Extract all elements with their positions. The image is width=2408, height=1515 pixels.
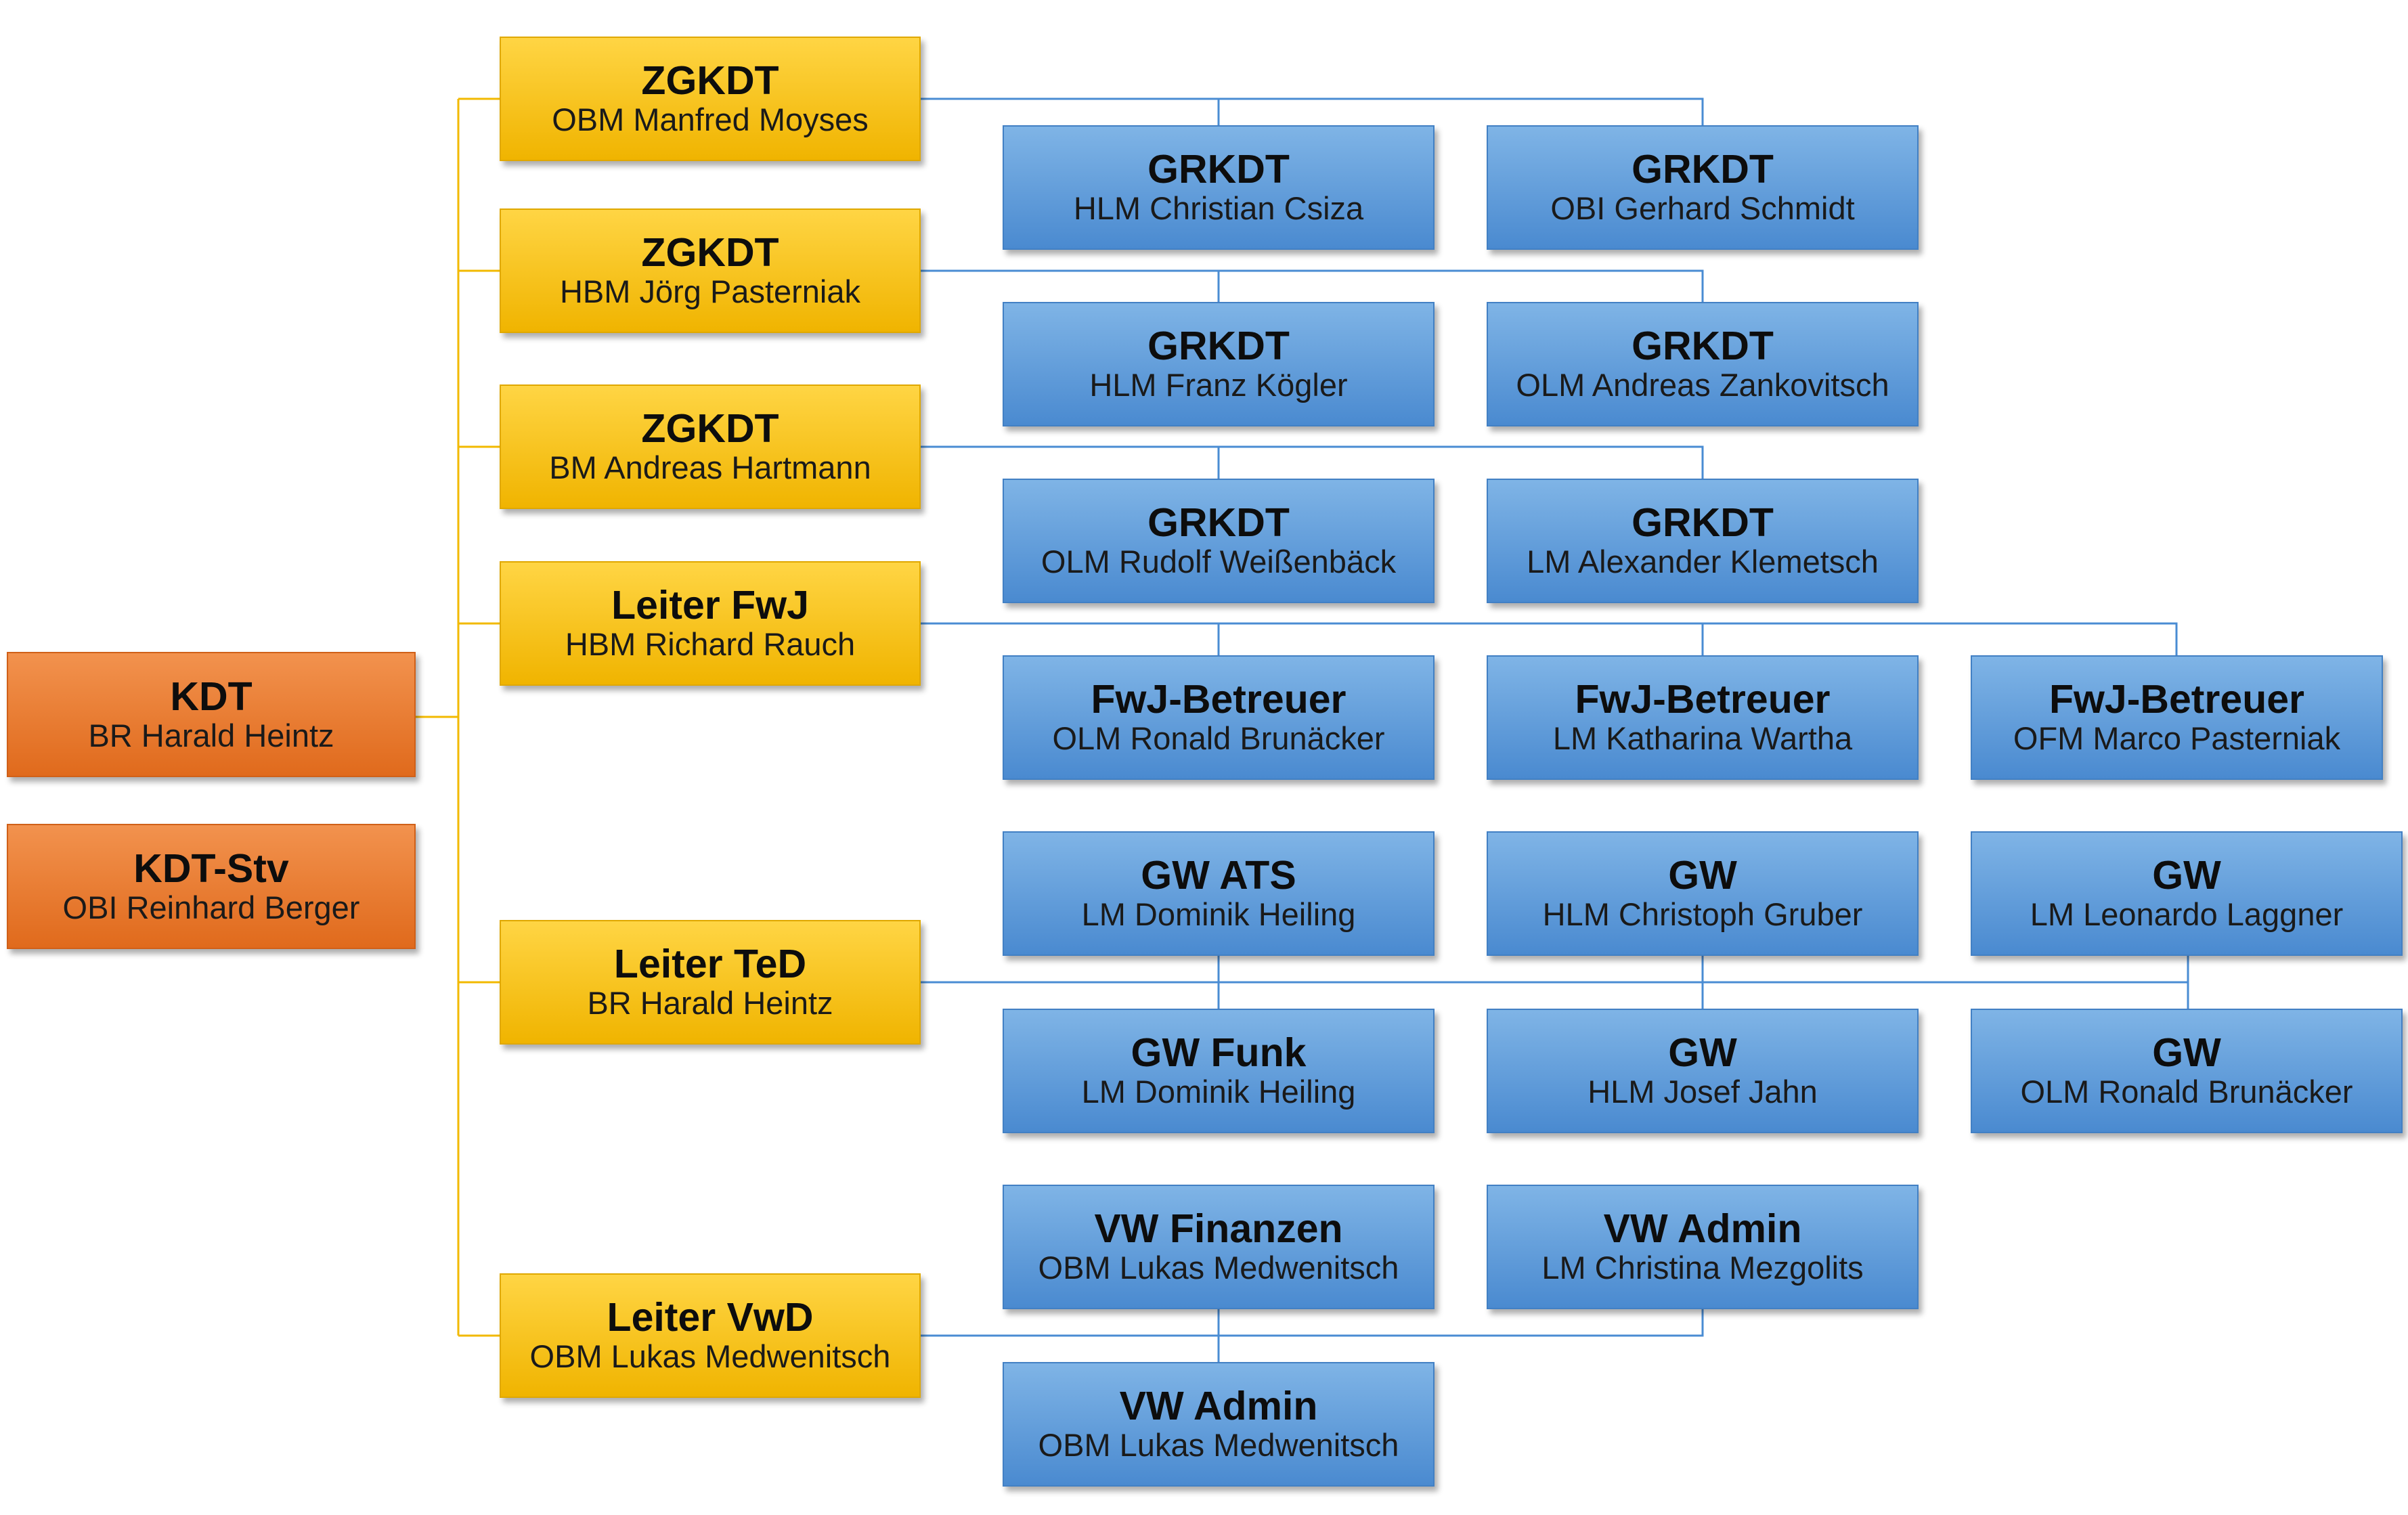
node-title: FwJ-Betreuer — [1575, 677, 1831, 722]
node-grkdt-3b: GRKDT LM Alexander Klemetsch — [1487, 479, 1919, 603]
node-fwj-betreuer-2: FwJ-Betreuer LM Katharina Wartha — [1487, 655, 1919, 780]
node-grkdt-1a: GRKDT HLM Christian Csiza — [1003, 125, 1435, 250]
node-zgkdt-1: ZGKDT OBM Manfred Moyses — [500, 37, 921, 161]
node-title: ZGKDT — [641, 58, 779, 103]
node-leiter-vwd: Leiter VwD OBM Lukas Medwenitsch — [500, 1273, 921, 1398]
node-person: OBI Reinhard Berger — [62, 889, 360, 925]
node-person: OLM Andreas Zankovitsch — [1516, 367, 1889, 403]
node-gw-jahn: GW HLM Josef Jahn — [1487, 1009, 1919, 1133]
node-vw-finanzen: VW Finanzen OBM Lukas Medwenitsch — [1003, 1185, 1435, 1309]
node-title: Leiter TeD — [613, 942, 807, 986]
node-person: LM Katharina Wartha — [1552, 720, 1853, 756]
node-person: LM Dominik Heiling — [1081, 896, 1356, 932]
node-title: GW — [2152, 1030, 2221, 1075]
node-person: LM Dominik Heiling — [1081, 1074, 1356, 1110]
node-person: LM Leonardo Laggner — [2030, 896, 2344, 932]
node-person: LM Christina Mezgolits — [1541, 1250, 1864, 1286]
node-title: KDT — [170, 674, 253, 719]
node-title: KDT-Stv — [133, 846, 289, 891]
node-title: GW Funk — [1131, 1030, 1307, 1075]
node-person: HBM Richard Rauch — [565, 626, 856, 662]
node-gw-gruber: GW HLM Christoph Gruber — [1487, 831, 1919, 956]
node-title: GRKDT — [1632, 324, 1774, 368]
node-title: GRKDT — [1147, 324, 1290, 368]
node-grkdt-1b: GRKDT OBI Gerhard Schmidt — [1487, 125, 1919, 250]
node-person: HBM Jörg Pasterniak — [559, 273, 861, 309]
node-gw-ats: GW ATS LM Dominik Heiling — [1003, 831, 1435, 956]
node-leiter-fwj: Leiter FwJ HBM Richard Rauch — [500, 561, 921, 686]
node-fwj-betreuer-3: FwJ-Betreuer OFM Marco Pasterniak — [1971, 655, 2383, 780]
node-grkdt-2b: GRKDT OLM Andreas Zankovitsch — [1487, 302, 1919, 426]
node-vw-admin-2: VW Admin OBM Lukas Medwenitsch — [1003, 1362, 1435, 1487]
node-person: OBM Lukas Medwenitsch — [1038, 1250, 1399, 1286]
node-person: OLM Ronald Brunäcker — [1052, 720, 1385, 756]
node-title: GW — [2152, 853, 2221, 898]
node-title: GW — [1668, 1030, 1737, 1075]
node-person: HLM Christian Csiza — [1073, 190, 1364, 226]
node-title: GW — [1668, 853, 1737, 898]
node-gw-brunaecker: GW OLM Ronald Brunäcker — [1971, 1009, 2403, 1133]
node-grkdt-3a: GRKDT OLM Rudolf Weißenbäck — [1003, 479, 1435, 603]
node-title: GW ATS — [1141, 853, 1296, 898]
node-title: Leiter VwD — [607, 1295, 814, 1340]
node-person: HLM Josef Jahn — [1588, 1074, 1818, 1110]
node-title: VW Admin — [1119, 1384, 1318, 1428]
node-kdt-stv: KDT-Stv OBI Reinhard Berger — [7, 824, 416, 949]
node-gw-laggner: GW LM Leonardo Laggner — [1971, 831, 2403, 956]
node-fwj-betreuer-1: FwJ-Betreuer OLM Ronald Brunäcker — [1003, 655, 1435, 780]
node-person: HLM Franz Kögler — [1089, 367, 1348, 403]
node-title: VW Finanzen — [1094, 1206, 1343, 1251]
node-zgkdt-3: ZGKDT BM Andreas Hartmann — [500, 385, 921, 509]
node-person: OBM Lukas Medwenitsch — [529, 1338, 891, 1374]
node-title: ZGKDT — [641, 230, 779, 275]
node-title: FwJ-Betreuer — [2049, 677, 2305, 722]
node-kdt: KDT BR Harald Heintz — [7, 652, 416, 777]
node-person: OBI Gerhard Schmidt — [1550, 190, 1855, 226]
node-person: OLM Ronald Brunäcker — [2020, 1074, 2353, 1110]
node-person: OBM Manfred Moyses — [552, 102, 869, 137]
node-title: Leiter FwJ — [611, 583, 809, 628]
node-person: OBM Lukas Medwenitsch — [1038, 1427, 1399, 1463]
node-title: FwJ-Betreuer — [1091, 677, 1347, 722]
node-person: BR Harald Heintz — [587, 985, 833, 1021]
node-title: GRKDT — [1632, 500, 1774, 545]
node-person: HLM Christoph Gruber — [1542, 896, 1863, 932]
node-person: OLM Rudolf Weißenbäck — [1041, 544, 1397, 579]
node-grkdt-2a: GRKDT HLM Franz Kögler — [1003, 302, 1435, 426]
node-person: LM Alexander Klemetsch — [1527, 544, 1879, 579]
node-leiter-ted: Leiter TeD BR Harald Heintz — [500, 920, 921, 1045]
node-person: BM Andreas Hartmann — [549, 449, 871, 485]
node-title: ZGKDT — [641, 406, 779, 451]
node-vw-admin-1: VW Admin LM Christina Mezgolits — [1487, 1185, 1919, 1309]
node-gw-funk: GW Funk LM Dominik Heiling — [1003, 1009, 1435, 1133]
node-title: GRKDT — [1147, 500, 1290, 545]
node-person: BR Harald Heintz — [88, 717, 334, 753]
node-title: GRKDT — [1147, 147, 1290, 192]
node-person: OFM Marco Pasterniak — [2013, 720, 2341, 756]
node-title: VW Admin — [1603, 1206, 1802, 1251]
node-title: GRKDT — [1632, 147, 1774, 192]
node-zgkdt-2: ZGKDT HBM Jörg Pasterniak — [500, 208, 921, 333]
